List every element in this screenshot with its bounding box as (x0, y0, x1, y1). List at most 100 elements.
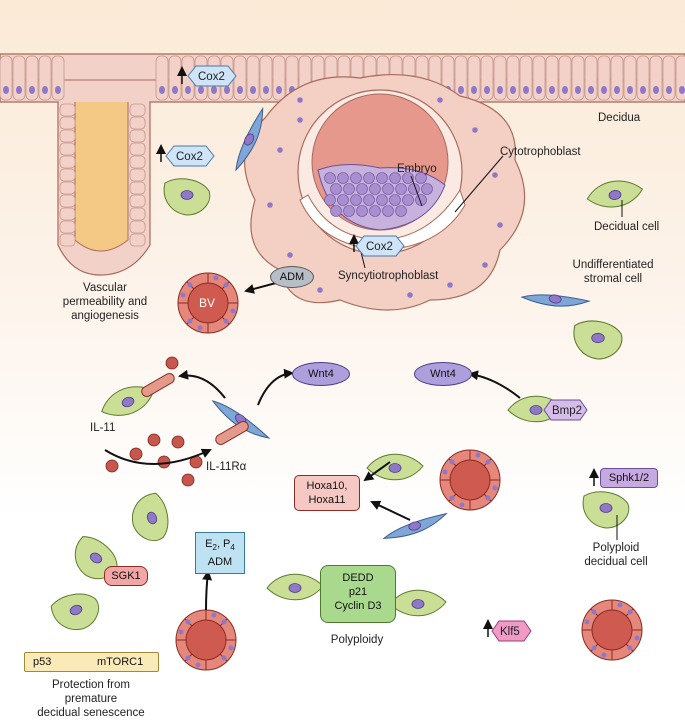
epithelial-cell (662, 55, 676, 101)
e2-p4-adm-box: E2, P4 ADM (195, 532, 245, 574)
cox2-label-top: Cox2 (198, 71, 225, 83)
epithelial-cell (532, 55, 546, 101)
e2-p4-line: E2, P4 (196, 537, 244, 555)
epithelial-nucleus (588, 86, 594, 94)
klf5-label: Klf5 (500, 626, 520, 638)
epithelial-nucleus (679, 86, 685, 94)
epithelial-nucleus (250, 86, 256, 94)
hoxa-cell-top (366, 453, 424, 481)
decidual-nucleus (472, 127, 478, 133)
decidual-cell-right (584, 176, 645, 212)
adm-ellipse: ADM (270, 266, 314, 288)
gland-cell (59, 103, 76, 117)
decidual-nucleus (497, 222, 503, 228)
embryo-cell (343, 183, 355, 195)
epithelial-nucleus (614, 86, 620, 94)
epithelial-cell (51, 55, 65, 101)
epithelial-cell (584, 55, 598, 101)
epithelial-nucleus (198, 86, 204, 94)
embryo-cell (356, 183, 368, 195)
adm-line: ADM (207, 556, 233, 569)
vascular-label-3: angiogenesis (71, 310, 139, 322)
epithelial-cell (649, 55, 663, 101)
epithelial-nucleus (237, 86, 243, 94)
embryo-cell (376, 194, 388, 206)
epithelial-nucleus (497, 86, 503, 94)
epithelial-nucleus (172, 86, 178, 94)
embryo-cell (402, 194, 414, 206)
embryo-cell (402, 172, 414, 184)
gland-cell (129, 207, 146, 221)
vessel-3 (175, 609, 237, 671)
gland-cell (129, 142, 146, 156)
epithelial-cell (480, 55, 494, 101)
epithelial-nucleus (575, 86, 581, 94)
epithelial-cell (519, 55, 533, 101)
gland-cell (59, 181, 76, 195)
epithelial-cell (610, 55, 624, 101)
embryo-label: Embryo (397, 163, 437, 175)
epithelial-cell (272, 55, 286, 101)
polyploidy-label: Polyploidy (330, 634, 384, 646)
gland-cell (129, 181, 146, 195)
decidual-nucleus (447, 282, 453, 288)
epithelial-nucleus (458, 86, 464, 94)
decidual-nucleus (267, 202, 273, 208)
il11-ligands (105, 356, 203, 487)
polyploid-decidual-cell (582, 491, 630, 529)
gland-cell (129, 220, 146, 234)
il11ra-label: IL-11Rα (206, 461, 247, 473)
gland-cell (59, 220, 76, 234)
epithelial-nucleus (3, 86, 9, 94)
gland-cell (59, 129, 76, 143)
embryo-cell (330, 205, 342, 217)
epithelial-cell (12, 55, 26, 101)
decidual-nucleus (297, 97, 303, 103)
gland-cell (129, 155, 146, 169)
p53-mtorc1-box: p53 mTORC1 (24, 652, 159, 672)
epithelial-cell (506, 55, 520, 101)
epithelial-nucleus (185, 86, 191, 94)
decidual-cell (163, 178, 211, 216)
vessel-4 (581, 599, 643, 661)
dedd-line-3: Cyclin D3 (334, 600, 382, 612)
gland-cell (129, 116, 146, 130)
embryo-cell (389, 194, 401, 206)
decidua-label: Decidua (598, 112, 641, 124)
undifferentiated-stromal-cell (521, 270, 590, 328)
epithelial-nucleus (536, 86, 542, 94)
embryo-cell (415, 172, 427, 184)
epithelial-cell (597, 55, 611, 101)
bmp2-hexagon (543, 399, 588, 421)
undifferentiated-label-1: Undifferentiated (572, 259, 654, 271)
epithelial-cell (246, 55, 260, 101)
leader-lines (359, 155, 623, 540)
gland-cell (59, 194, 76, 208)
epithelial-nucleus (55, 86, 61, 94)
epithelial-nucleus (211, 86, 217, 94)
embryo-cell (350, 172, 362, 184)
hoxa-box: Hoxa10, Hoxa11 (294, 475, 360, 511)
epithelial-nucleus (640, 86, 646, 94)
bmp2-label: Bmp2 (552, 405, 583, 417)
gland-cell (129, 194, 146, 208)
epithelial-nucleus (263, 86, 269, 94)
vessel-2 (439, 449, 501, 511)
dedd-line-1: DEDD (342, 572, 374, 584)
epithelial-nucleus (549, 86, 555, 94)
epithelial-cell (259, 55, 273, 101)
epithelial-nucleus (523, 86, 529, 94)
il11-receptor (141, 373, 249, 445)
gland-cell (129, 103, 146, 117)
embryo-cell (350, 194, 362, 206)
epithelial-nucleus (562, 86, 568, 94)
gland-cell (59, 155, 76, 169)
epithelial-nucleus (471, 86, 477, 94)
embryo (297, 89, 466, 255)
undifferentiated-label-2: stromal cell (583, 273, 643, 285)
epithelial-cell (636, 55, 650, 101)
p-sub: 4 (230, 543, 235, 553)
gland-cell (129, 233, 146, 247)
embryo-cell (421, 183, 433, 195)
